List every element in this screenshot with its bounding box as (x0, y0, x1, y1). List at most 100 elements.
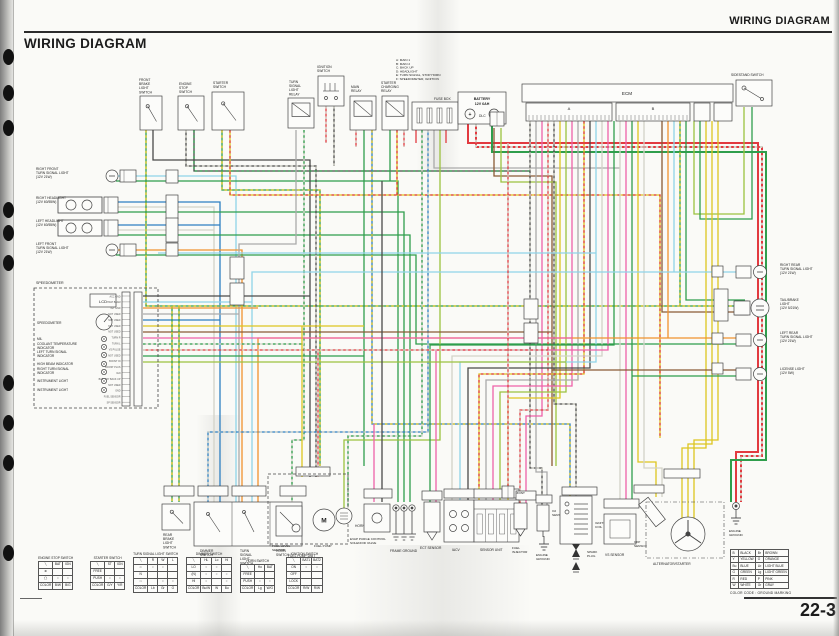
wire-B/G (193, 130, 530, 172)
binding-bump (3, 202, 14, 218)
table-cell: ON (285, 564, 302, 573)
wire-stripe-W/G (347, 130, 423, 508)
table-cell: ST (104, 561, 116, 570)
wire-stripe-B/W (185, 130, 317, 477)
table-cell: (N) (185, 571, 202, 580)
table-cell (52, 568, 64, 577)
table-cell: ╲ (285, 557, 302, 566)
spark-plug-symbol (572, 549, 580, 557)
ecm-connector-c (693, 102, 711, 122)
color-code-cell: LIGHT BLUE (762, 562, 790, 570)
component-label: FRAME GROUND (390, 549, 418, 553)
table-cell: COLOR (239, 585, 256, 594)
speedo-conn-strip (133, 291, 143, 407)
wire-Br (493, 128, 553, 466)
color-code-cell: LIGHT GREEN (762, 568, 790, 576)
color-code-cell: GREEN (737, 568, 757, 576)
relay-diag (385, 100, 405, 117)
wire-G/Y (221, 130, 321, 466)
wire-stripe-R/W (519, 121, 549, 503)
table-cell: OFF (285, 571, 302, 580)
speedo-pin-label: TURN L (112, 343, 121, 346)
lamp-x (101, 344, 107, 350)
speedometer-item: MIL (37, 337, 43, 341)
lamp-x (101, 361, 107, 367)
table-cell: Lo (211, 557, 223, 566)
table-cell: ○ (211, 564, 223, 573)
component-switch (177, 95, 205, 131)
table-cell: ○ (62, 575, 74, 584)
ecm-connector-a (525, 102, 613, 122)
inline-connector (295, 466, 331, 477)
alt-phase (674, 533, 689, 544)
table-cell: W/G (264, 585, 276, 594)
float-arm (279, 511, 295, 527)
binding-bump (3, 255, 14, 271)
ign-term (324, 96, 328, 100)
binding-bump (3, 49, 14, 65)
ecm-connector-d (713, 102, 733, 122)
inline-connector (711, 362, 724, 375)
table-cell: ○ (200, 571, 213, 580)
table-cell: BAT (52, 561, 64, 570)
inline-connector (165, 242, 179, 257)
inline-connector (663, 468, 701, 479)
table-cell: ○ (211, 571, 223, 580)
inline-connector (229, 282, 245, 306)
component-label: DLC (479, 114, 486, 118)
table-cell: ○ (157, 564, 169, 573)
table-cell: COLOR (89, 582, 106, 591)
wire-W/G (347, 130, 423, 508)
wire-Lg (343, 130, 441, 508)
fuse-legend-line: B: MAIN 2 (396, 62, 410, 66)
component-fuel-pump (312, 508, 336, 532)
inline-connector (603, 498, 640, 509)
table-cell (300, 571, 313, 580)
table-cell: ○ (52, 575, 64, 584)
lamp-x (101, 352, 107, 358)
table-cell: ○ (200, 564, 213, 573)
component-label: ECT SENSOR (420, 546, 442, 550)
switch-table-title: DIMMER SWITCH (195, 552, 223, 556)
wire-P (525, 121, 543, 503)
table-cell: ╲ (89, 561, 106, 570)
tail-bulb-glass (750, 298, 770, 318)
table-cell: O (167, 585, 179, 594)
ring-hole (734, 504, 738, 508)
speedo-lcd (89, 293, 117, 308)
ecm-connector-b (615, 102, 691, 122)
table-cell: ○ (104, 575, 116, 584)
component-iacv (443, 499, 475, 543)
table-cell: ╲ (239, 564, 256, 573)
speedo-pin-label: BOOST PLUS (105, 366, 121, 369)
table-cell: PUSH (239, 578, 256, 587)
component-switch (161, 503, 191, 531)
fuse-legend-line: D: HEADLIGHT (396, 69, 418, 73)
table-cell: FREE (89, 568, 106, 577)
switch-lever (171, 511, 184, 524)
footer-tick (20, 598, 42, 599)
wire-Gr (433, 130, 620, 169)
table-cell (167, 564, 179, 573)
wire-Y (687, 121, 713, 520)
bulb-socket (735, 265, 752, 279)
table-cell: R/W (300, 585, 313, 594)
table-cell: Hi (221, 557, 233, 566)
page-bottom-edge (13, 620, 839, 636)
coil-term (564, 501, 570, 507)
table-cell: ○ (254, 578, 266, 587)
wire-B (152, 130, 311, 477)
table-cell: FREE (239, 571, 256, 580)
speedometer-item: SPEEDOMETER (37, 321, 62, 325)
wire-stripe-B/G (193, 130, 530, 172)
wire-Y (637, 121, 657, 497)
table-cell: ○ (311, 564, 323, 573)
color-code-cell: ORANGE (762, 555, 790, 563)
lamp-x (101, 378, 107, 384)
table-cell: L (167, 557, 179, 566)
color-code-cell: W (730, 581, 739, 589)
